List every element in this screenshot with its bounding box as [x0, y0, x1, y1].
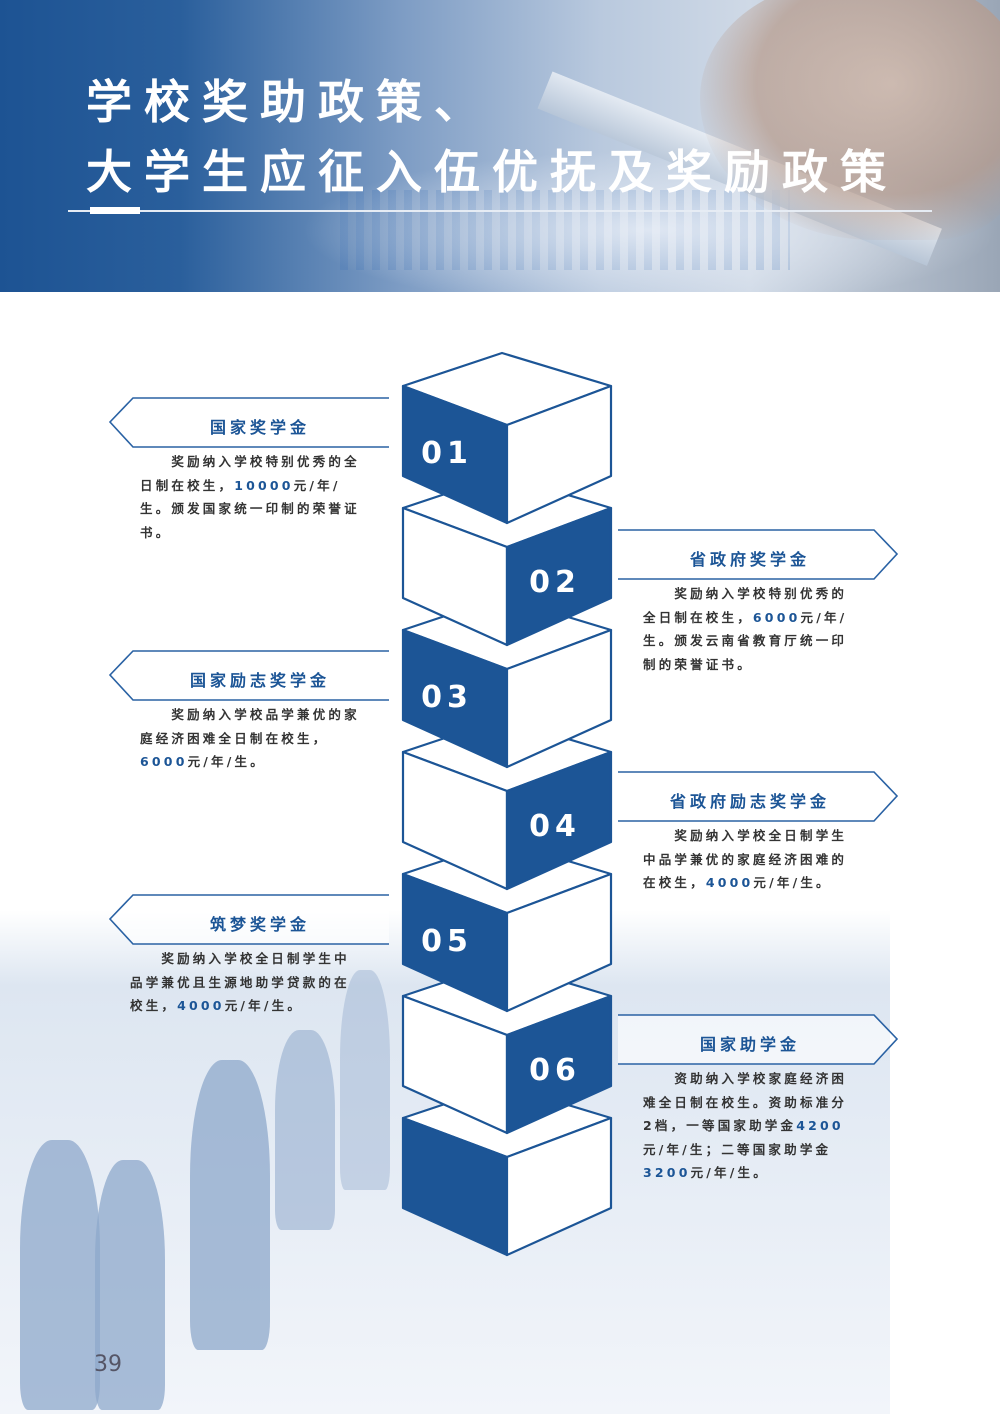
page-title-line2: 大学生应征入伍优抚及奖励政策: [86, 145, 898, 199]
description-text: 元/年/生。: [690, 1165, 769, 1180]
section-description: 奖励纳入学校全日制学生中品学兼优且生源地助学贷款的在校生，4000元/年/生。: [130, 947, 362, 1018]
section-title: 国家奖学金: [209, 418, 310, 437]
description-text: 元/年/生。: [224, 998, 304, 1013]
section-title: 国家助学金: [699, 1035, 800, 1054]
cube-number: 03: [421, 680, 473, 715]
description-text: 元/年/生。颁发国家统一印制的荣誉证书。: [140, 477, 360, 540]
title-divider: [68, 210, 932, 212]
description-text: 奖励纳入学校全日制学生中品学兼优且生源地助学贷款的在校生，: [130, 951, 350, 1013]
section-description: 奖励纳入学校特别优秀的全日制在校生，6000元/年/生。颁发云南省教育厅统一印制…: [643, 582, 858, 676]
description-text: 奖励纳入学校特别优秀的全日制在校生，: [643, 586, 848, 625]
header-banner: 学校奖助政策、 大学生应征入伍优抚及奖励政策: [0, 0, 1000, 292]
cube-number: 06: [529, 1053, 581, 1088]
section-banner-01: [108, 397, 389, 448]
amount-value: 6000: [752, 609, 801, 625]
amount-value: 3200: [643, 1165, 691, 1180]
description-text: 元/年/生。: [187, 754, 266, 769]
section-description: 资助纳入学校家庭经济困难全日制在校生。资助标准分2档，一等国家助学金4200 元/…: [643, 1067, 858, 1185]
amount-value: 4200: [796, 1118, 844, 1133]
amount-value: 6000: [140, 754, 188, 769]
section-description: 奖励纳入学校特别优秀的全日制在校生，10000元/年/生。颁发国家统一印制的荣誉…: [140, 450, 360, 544]
section-banner-05: [108, 894, 389, 945]
cube-right-face: [505, 872, 613, 1013]
amount-value: 4000: [705, 875, 754, 890]
description-text: 元/年/生；二等国家助学金: [643, 1141, 832, 1157]
description-text: 奖励纳入学校全日制学生中品学兼优的家庭经济困难的在校生，: [643, 828, 848, 890]
cube-1: 01: [401, 351, 613, 525]
description-text: 奖励纳入学校品学兼优的家庭经济困难全日制在校生，: [140, 707, 360, 746]
cube-right-face: [505, 1116, 613, 1257]
section-banner-02: [618, 529, 899, 580]
section-title: 省政府奖学金: [689, 550, 810, 569]
amount-value: 10000: [234, 477, 294, 493]
cube-right-face: [505, 750, 613, 891]
cube-right-face: [505, 384, 613, 525]
section-banner-06: [618, 1014, 899, 1065]
cube-number: 01: [421, 436, 473, 471]
section-description: 奖励纳入学校品学兼优的家庭经济困难全日制在校生， 6000元/年/生。: [140, 703, 360, 774]
section-title: 省政府励志奖学金: [669, 792, 830, 811]
amount-value: 4000: [177, 998, 225, 1013]
description-text: 元/年/生。颁发云南省教育厅统一印制的荣誉证书。: [643, 609, 848, 672]
section-description: 奖励纳入学校全日制学生中品学兼优的家庭经济困难的在校生，4000元/年/生。: [643, 824, 858, 895]
section-banner-04: [618, 771, 899, 822]
page-number: 39: [94, 1352, 122, 1377]
cube-number: 04: [529, 809, 581, 844]
cube-right-face: [505, 628, 613, 769]
cube-number: 05: [421, 924, 473, 959]
page-title-line1: 学校奖助政策、: [86, 75, 492, 129]
section-title: 国家励志奖学金: [189, 671, 330, 690]
section-title: 筑梦奖学金: [209, 915, 310, 934]
title-divider-accent: [90, 207, 140, 214]
description-text: 元/年/生。: [753, 875, 832, 890]
cube-number: 02: [529, 565, 581, 600]
cube-right-face: [505, 506, 613, 647]
description-text: 资助纳入学校家庭经济困难全日制在校生。资助标准分2档，一等国家助学金: [643, 1071, 848, 1133]
description-text: 奖励纳入学校特别优秀的全日制在校生，: [140, 454, 360, 493]
section-banner-03: [108, 650, 389, 701]
cube-right-face: [505, 994, 613, 1135]
